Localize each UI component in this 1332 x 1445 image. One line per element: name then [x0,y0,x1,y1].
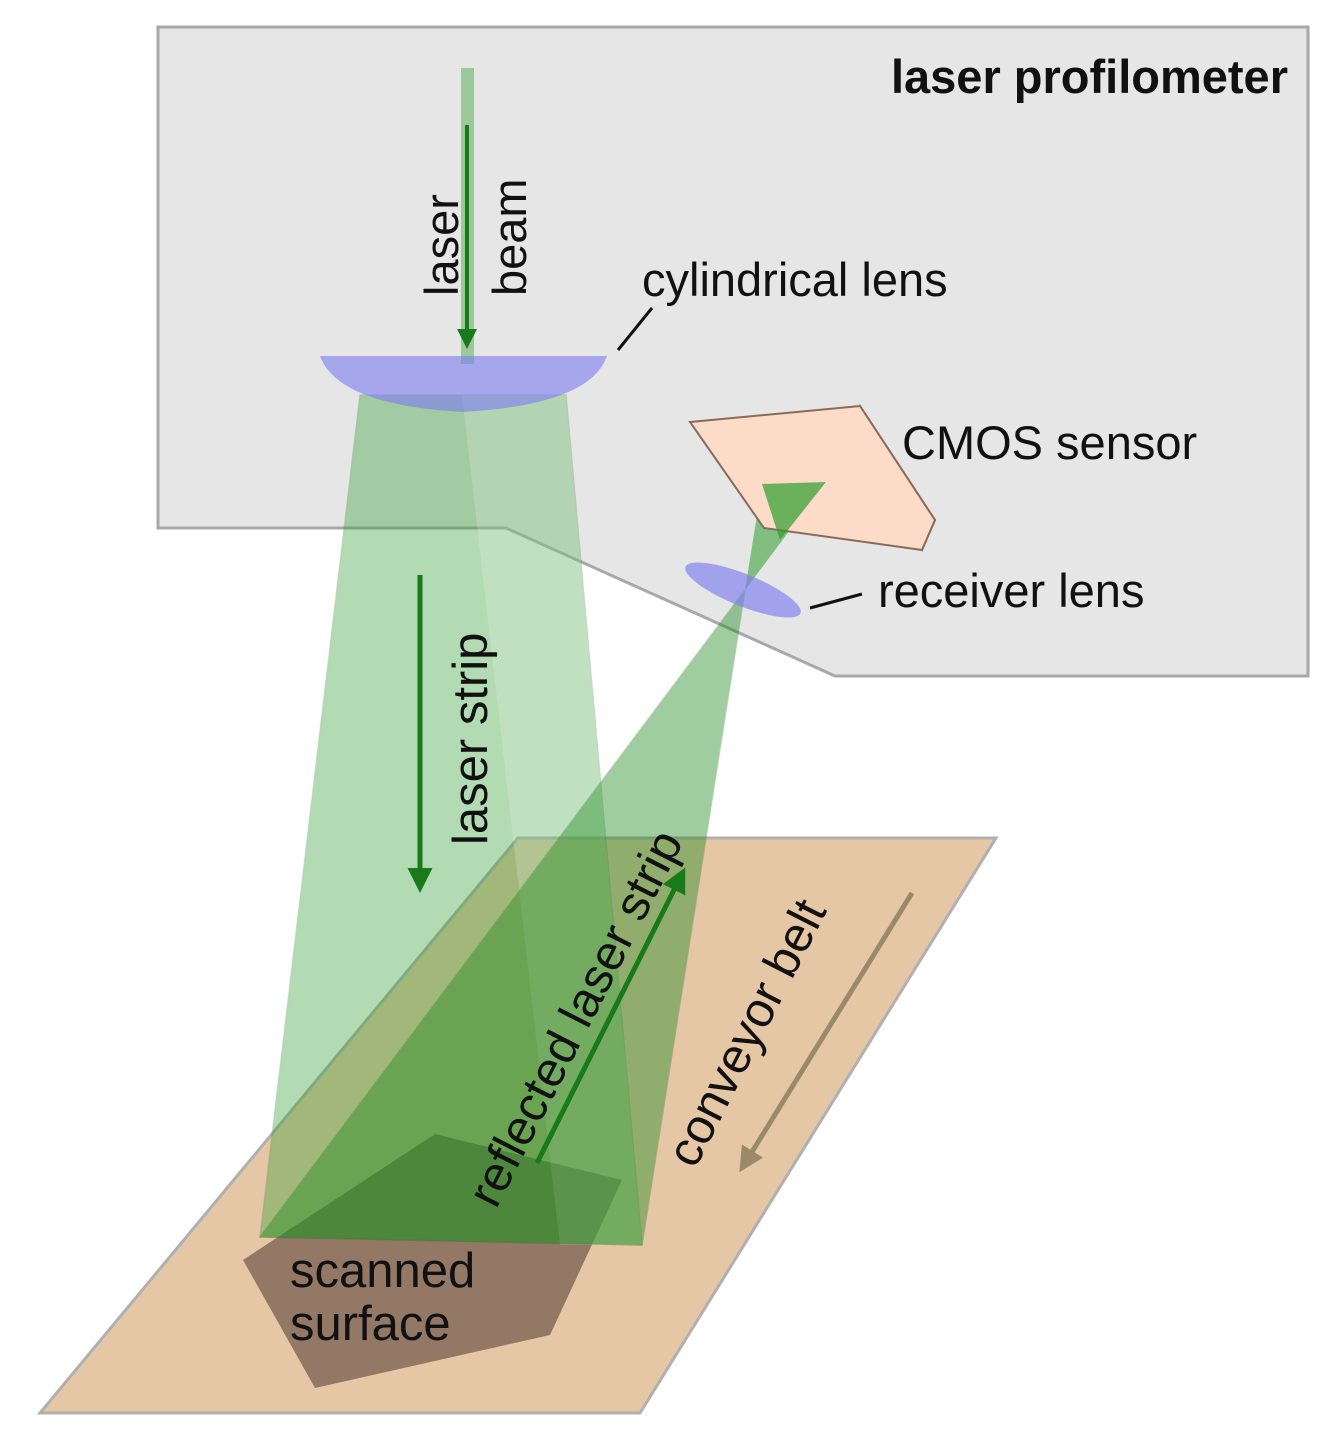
scanned-surface-label-line1: scanned [290,1244,475,1298]
receiver-lens [685,562,801,618]
laser-strip-label: laser strip [444,633,498,845]
reflected-laser-strip [258,589,746,1246]
cmos-sensor-label: CMOS sensor [902,416,1197,469]
profilometer-housing [156,25,1310,678]
cylindrical-lens-label: cylindrical lens [642,253,948,306]
cylindrical-lens [320,356,607,412]
beam-label: beam [483,178,536,296]
laser-strip-highlight [462,395,642,1245]
scanned-surface [243,1134,622,1388]
cylindrical-lens-leader [616,307,654,351]
conveyor-direction-arrow [739,891,915,1173]
reflected-strip-arrow [534,867,686,1165]
receiver-lens-leader [809,592,863,610]
cmos-sensor-spot [762,482,826,540]
cmos-sensor-face [688,404,937,552]
scanned-surface-label-line2: surface [290,1297,451,1351]
laser-label: laser [415,194,468,296]
title-label: laser profilometer [891,50,1288,103]
receiver-lens-label: receiver lens [878,564,1144,617]
